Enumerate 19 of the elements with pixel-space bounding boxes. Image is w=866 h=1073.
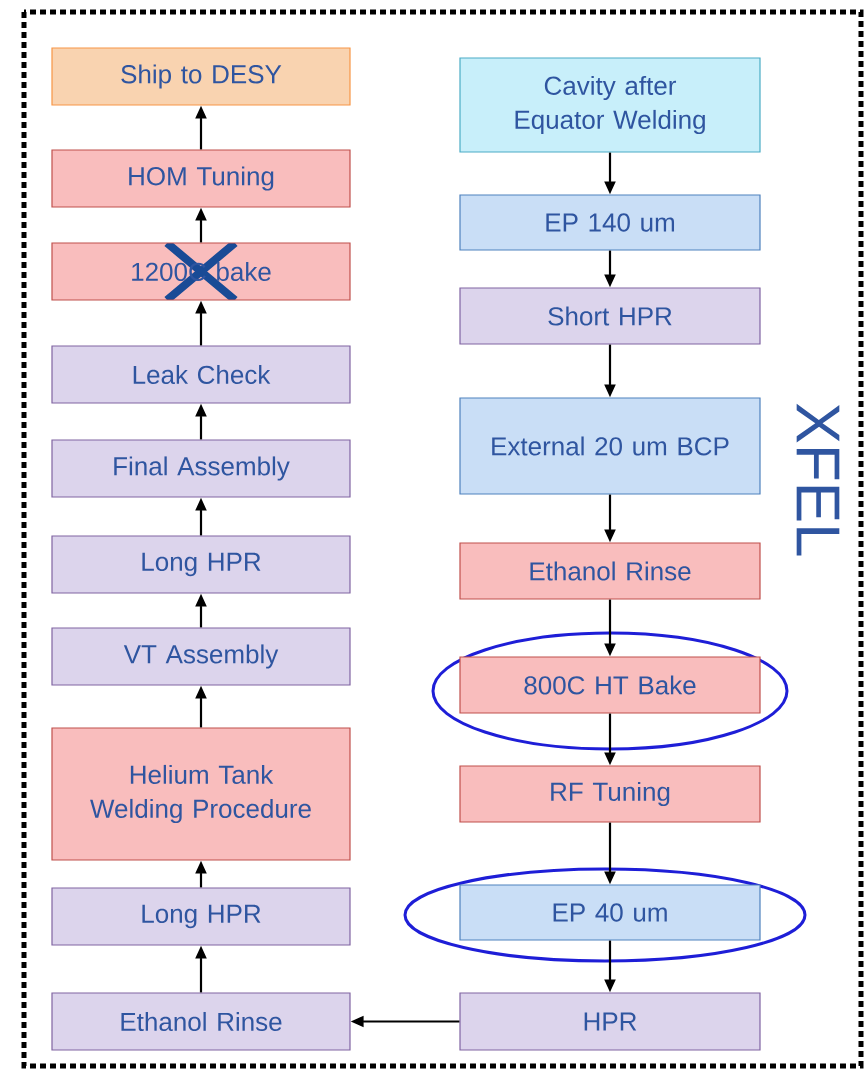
step-box: EP 140 um [459, 194, 761, 251]
step-box: Ethanol Rinse [51, 992, 351, 1051]
step-box: VT Assembly [51, 627, 351, 686]
step-box: 800C HT Bake [459, 656, 761, 714]
step-box: Ship to DESY [51, 47, 351, 106]
step-box: External 20 um BCP [459, 397, 761, 495]
step-box: Long HPR [51, 887, 351, 946]
step-box: EP 40 um [459, 884, 761, 941]
step-box: Cavity after Equator Welding [459, 57, 761, 153]
step-box: HOM Tuning [51, 149, 351, 208]
rotated-title: XFEL [796, 403, 840, 556]
step-box: HPR [459, 992, 761, 1051]
step-box: Long HPR [51, 535, 351, 594]
step-box: Final Assembly [51, 439, 351, 498]
step-box: Ethanol Rinse [459, 542, 761, 600]
step-box: Leak Check [51, 345, 351, 404]
step-box: RF Tuning [459, 765, 761, 823]
step-box: Short HPR [459, 287, 761, 345]
step-box: Helium Tank Welding Procedure [51, 727, 351, 861]
